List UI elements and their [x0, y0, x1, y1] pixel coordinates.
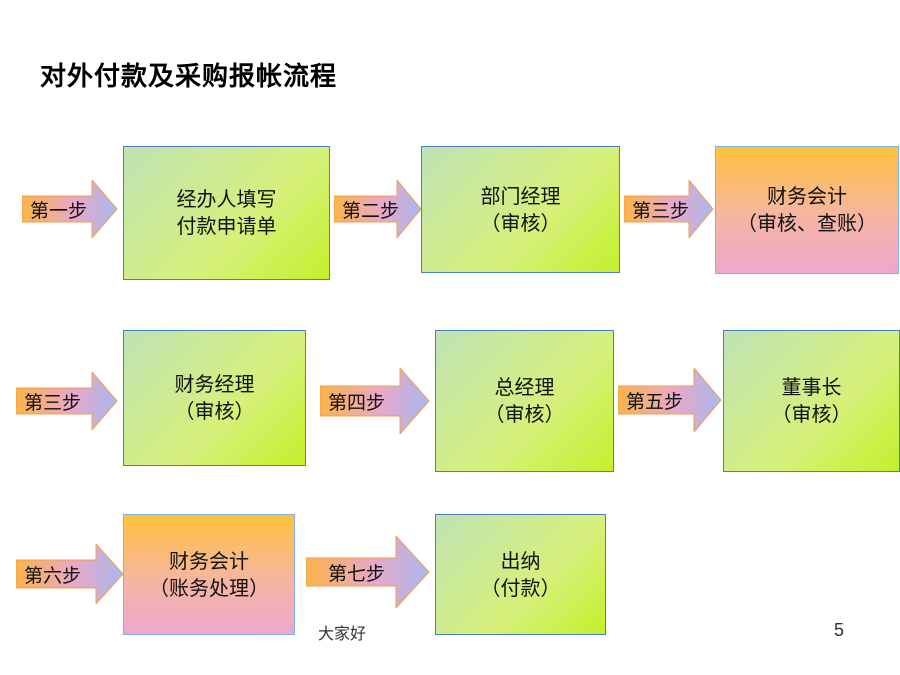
step-4-box: 总经理 （审核）: [435, 330, 614, 472]
step-3-label: 第三步: [632, 199, 690, 222]
footer-text: 大家好: [318, 624, 367, 643]
step-2-line1: 部门经理: [480, 183, 561, 208]
step-2-box: 部门经理 （审核）: [421, 146, 620, 273]
step-4-arrow: 第四步: [320, 368, 430, 434]
page-title: 对外付款及采购报帐流程: [40, 62, 338, 92]
step-3b-arrow: 第三步: [16, 372, 118, 430]
step-5-line2: （审核）: [771, 402, 852, 426]
step-1-label: 第一步: [30, 199, 88, 222]
step-3b-box: 财务经理 （审核）: [123, 330, 306, 466]
step-7-label: 第七步: [328, 562, 386, 585]
step-3-arrow: 第三步: [624, 180, 714, 238]
step-3-line2: （审核、查账）: [737, 211, 877, 235]
step-4-line1: 总经理: [494, 375, 555, 399]
step-5-line1: 董事长: [781, 375, 842, 399]
step-7-line1: 出纳: [500, 548, 541, 573]
step-6-box: 财务会计 （账务处理）: [123, 514, 295, 635]
step-1-arrow: 第一步: [22, 180, 118, 238]
step-4-line2: （审核）: [484, 402, 565, 426]
step-1-line2: 付款申请单: [176, 214, 277, 238]
step-5-box: 董事长 （审核）: [723, 330, 900, 472]
step-2-arrow: 第二步: [334, 180, 422, 238]
step-3b-label: 第三步: [24, 391, 82, 414]
step-5-arrow: 第五步: [618, 368, 722, 432]
step-1-box: 经办人填写 付款申请单: [123, 146, 330, 280]
step-2-line2: （审核）: [480, 210, 561, 235]
step-1-line1: 经办人填写: [176, 187, 277, 211]
step-5-label: 第五步: [626, 390, 684, 413]
step-3b-line2: （审核）: [174, 399, 255, 423]
step-6-label: 第六步: [24, 564, 82, 587]
step-3b-line1: 财务经理: [174, 372, 255, 396]
step-3-line1: 财务会计: [767, 184, 847, 208]
step-2-label: 第二步: [342, 199, 400, 222]
step-6-arrow: 第六步: [16, 544, 124, 604]
step-6-line1: 财务会计: [169, 548, 249, 573]
step-7-box: 出纳 （付款）: [435, 514, 606, 635]
step-7-line2: （付款）: [480, 575, 561, 600]
step-7-arrow: 第七步: [306, 536, 430, 608]
step-6-line2: （账务处理）: [149, 575, 269, 600]
step-3-box: 财务会计 （审核、查账）: [715, 146, 899, 274]
step-4-label: 第四步: [328, 391, 386, 414]
page-number: 5: [834, 620, 845, 640]
